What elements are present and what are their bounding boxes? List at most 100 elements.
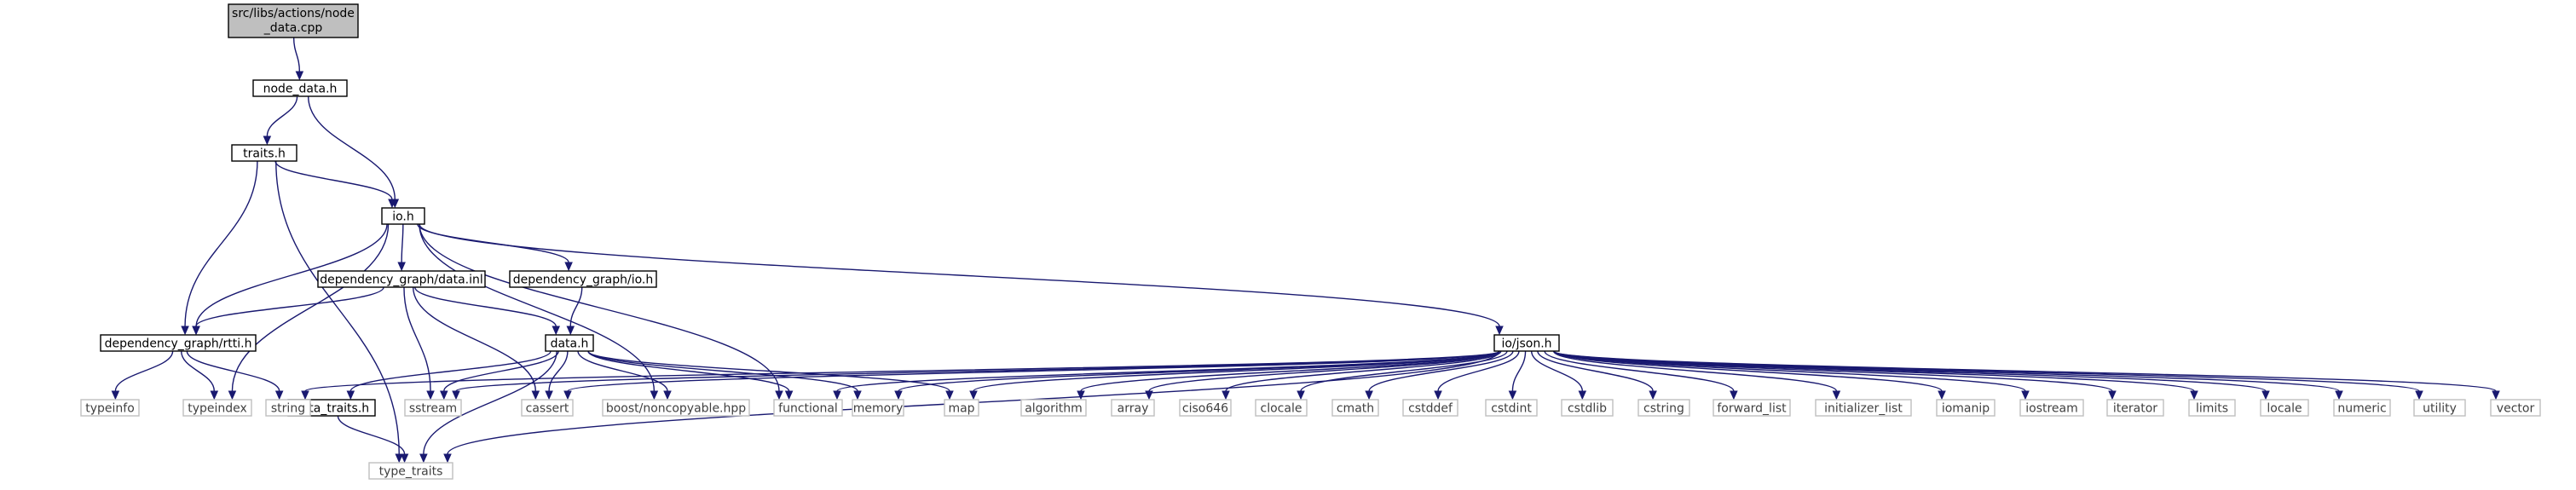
node-box [1111, 399, 1155, 417]
edge-line [401, 223, 404, 263]
node-label: initializer_list [1824, 402, 1903, 416]
node-initializer-list: initializer_list [1815, 399, 1912, 417]
node-sstream: sstream [404, 399, 462, 417]
edge-io-json-h-to-algorithm [1077, 350, 1500, 401]
node-box [1331, 399, 1379, 417]
arrowhead [1077, 390, 1085, 401]
node-label: iostream [2025, 402, 2078, 416]
edge-line [195, 223, 388, 327]
arrowhead [552, 326, 561, 336]
node-dg-rtti-h[interactable]: dependency_graph/rtti.h [100, 334, 257, 352]
node-label: dependency_graph/data.inl [320, 274, 483, 287]
node-node-data-h[interactable]: node_data.h [252, 79, 348, 97]
node-data-h[interactable]: data.h [545, 334, 594, 352]
edge-line [1552, 350, 1838, 392]
arrowhead [894, 390, 903, 401]
edge-line [307, 95, 396, 200]
node-label: traits.h [243, 147, 286, 161]
arrowhead [426, 390, 435, 401]
node-label: _data.cpp [263, 21, 323, 35]
node-label: numeric [2337, 402, 2386, 416]
node-box [545, 334, 594, 352]
edge-line [266, 95, 298, 137]
edge-line [1553, 350, 2420, 392]
arrowhead [1434, 390, 1442, 401]
node-label: clocale [1261, 402, 1302, 416]
edge-io-json-h-to-cstring [1537, 350, 1657, 401]
arrowhead [545, 390, 553, 401]
edge-io-h-to-io-json-h [419, 223, 1504, 336]
node-label: forward_list [1717, 402, 1787, 416]
node-cmath: cmath [1331, 399, 1379, 417]
edge-line [275, 160, 400, 455]
arrowhead [1578, 390, 1587, 401]
arrowhead [397, 262, 406, 272]
node-label: typeindex [188, 402, 247, 416]
node-box [231, 144, 297, 162]
node-box [265, 399, 311, 417]
node-cstddef: cstddef [1402, 399, 1458, 417]
node-label: string [271, 402, 305, 416]
edge-line [274, 160, 393, 200]
arrowhead [563, 390, 572, 401]
node-label: map [948, 402, 974, 416]
edge-data-h-to-data-traits-h [346, 350, 552, 401]
node-string: string [265, 399, 311, 417]
edge-line [1080, 350, 1500, 392]
arrowhead [853, 390, 862, 401]
node-box [509, 270, 657, 288]
node-dg-data-inl[interactable]: dependency_graph/data.inl [317, 270, 486, 288]
edge-io-h-to-typeindex [228, 223, 390, 401]
edge-line [419, 223, 780, 392]
arrowhead [945, 390, 954, 401]
node-root[interactable]: src/libs/actions/node_data.cpp [228, 3, 359, 38]
node-label: utility [2423, 402, 2457, 416]
arrowhead [650, 390, 659, 401]
arrowhead [531, 390, 540, 401]
edge-io-json-h-to-cstdlib [1530, 350, 1587, 401]
arrowhead [400, 453, 409, 464]
node-dg-io-h[interactable]: dependency_graph/io.h [509, 270, 657, 288]
node-label: data.h [551, 337, 589, 351]
node-traits-h[interactable]: traits.h [231, 144, 297, 162]
node-label: cstddef [1408, 402, 1453, 416]
edge-io-json-h-to-vector [1553, 350, 2500, 401]
edge-line [186, 350, 280, 392]
node-box [404, 399, 462, 417]
edge-node-data-h-to-io-h [307, 95, 400, 209]
edge-line [1553, 350, 2267, 392]
edge-io-json-h-to-clocale [1297, 350, 1508, 401]
edge-dg-io-h-to-data-h [566, 286, 583, 336]
edge-io-json-h-to-memory [894, 350, 1500, 401]
node-label: cstdint [1491, 402, 1532, 416]
node-typeindex: typeindex [182, 399, 252, 417]
edge-line [443, 350, 559, 392]
edge-line [423, 350, 557, 455]
arrowhead [2108, 390, 2117, 401]
arrowhead [784, 390, 794, 401]
arrowhead [301, 390, 309, 401]
edge-line [1553, 350, 2026, 392]
edge-line [419, 223, 656, 392]
node-box [1637, 399, 1690, 417]
node-label: cstdlib [1568, 402, 1607, 416]
arrowhead [1297, 390, 1305, 401]
edge-line [1530, 350, 1584, 392]
node-box [521, 399, 574, 417]
arrowhead [228, 390, 237, 401]
edge-line [1553, 350, 1943, 392]
node-box [2490, 399, 2541, 417]
edge-dg-data-inl-to-cassert [412, 286, 540, 401]
node-io-h[interactable]: io.h [381, 207, 425, 225]
node-layer: src/libs/actions/node_data.cpp node_data.… [80, 3, 2541, 480]
edge-node-data-h-to-traits-h [263, 95, 298, 146]
node-io-json-h[interactable]: io/json.h [1493, 334, 1560, 352]
node-box [852, 399, 904, 417]
node-box [1485, 399, 1538, 417]
arrowhead [192, 326, 200, 336]
arrowhead [210, 390, 219, 401]
edge-data-h-to-cassert [545, 350, 569, 401]
node-box [2413, 399, 2466, 417]
node-box [1402, 399, 1458, 417]
edge-line [414, 286, 557, 327]
